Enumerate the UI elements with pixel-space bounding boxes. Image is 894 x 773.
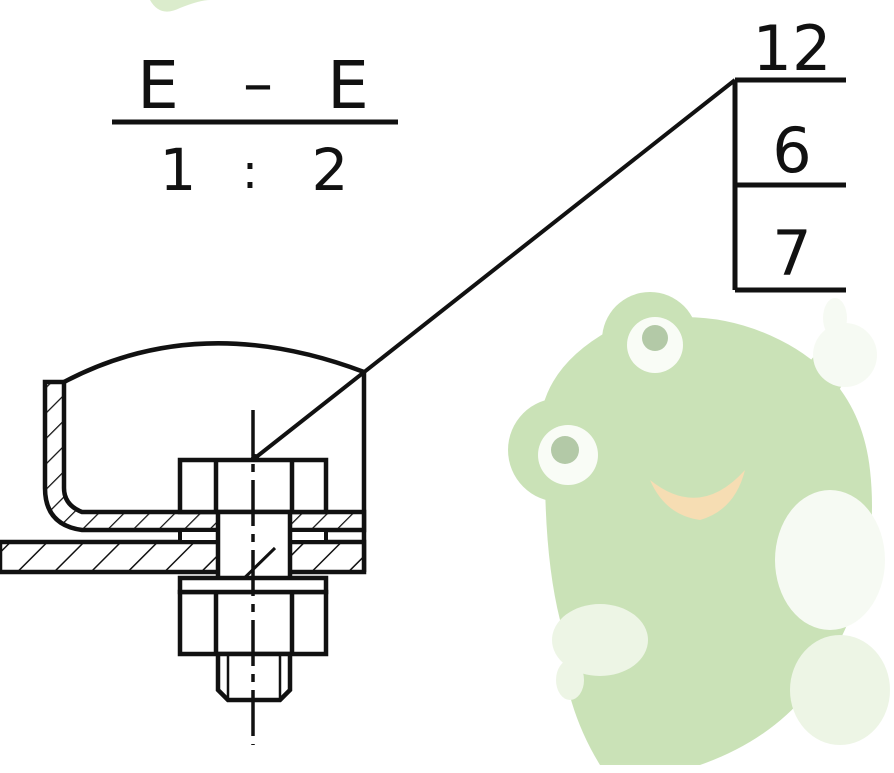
section-view-label: E – E 1 : 2 xyxy=(112,47,398,204)
frog-mascot-icon xyxy=(150,0,890,765)
callout-number-middle: 6 xyxy=(772,114,811,187)
leader-dot xyxy=(251,454,259,462)
section-dash: – xyxy=(243,49,273,119)
section-name-right: E xyxy=(327,47,369,124)
scale-left: 1 xyxy=(160,136,197,204)
callout-leader-line xyxy=(253,78,737,460)
cover-profile xyxy=(62,341,367,572)
bent-bracket-section xyxy=(42,379,367,533)
callout-number-bottom: 7 xyxy=(772,217,811,290)
scale-right: 2 xyxy=(312,136,349,204)
callout-number-top: 12 xyxy=(753,12,832,85)
part-callout: 12 6 7 xyxy=(253,12,846,460)
section-name-left: E xyxy=(137,47,179,124)
scale-separator: : xyxy=(242,144,258,200)
base-plate-section xyxy=(0,539,367,575)
